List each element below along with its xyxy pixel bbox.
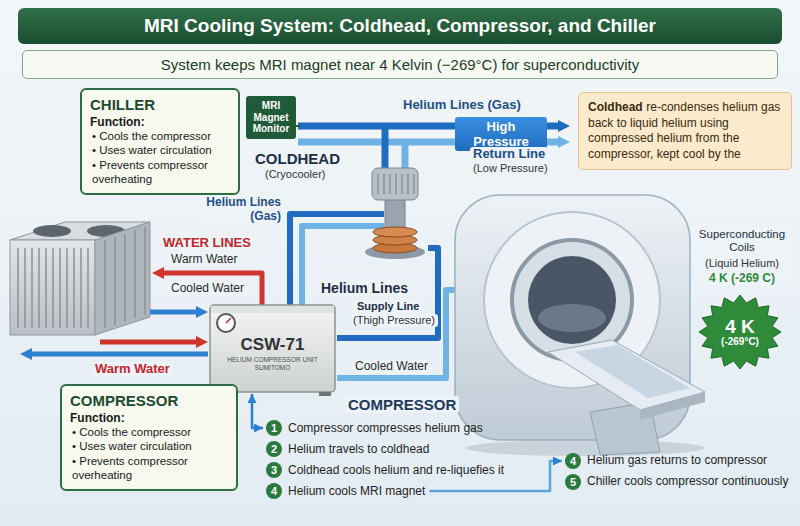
bullet-text: • Uses water circulation — [90, 143, 230, 157]
pipe-label: Helium Lines (Gas) — [200, 196, 284, 224]
chiller-side — [95, 222, 150, 335]
model-number: CSW-71 — [210, 335, 335, 355]
coldhead-fins — [378, 174, 414, 194]
bullet-text: • Prevents compressor overheating — [90, 158, 230, 187]
mri-scanner — [455, 195, 705, 456]
step-item: 3 Coldhead cools helium and re-liquefies … — [266, 462, 504, 478]
function-heading: Function: — [70, 411, 228, 425]
step-item: 4 Helium gas returns to compressor — [565, 453, 790, 469]
water-lines-label: WATER LINES — [160, 236, 254, 251]
monitor-text: MRI Magnet Monitor — [248, 100, 294, 135]
step-number: 4 — [266, 483, 282, 499]
step-text: Coldhead cools helium and re-liquefies i… — [288, 463, 504, 478]
table-cushion — [575, 345, 690, 398]
pressure-note: (Low Pressure) — [470, 162, 551, 175]
cooled-water-pipe — [32, 352, 208, 357]
gauge-needle — [226, 318, 231, 323]
step-text: Helium cools MRI magnet — [288, 484, 425, 499]
step-text: Chiller cools compressor continuously — [587, 474, 788, 489]
coldhead-neck — [385, 198, 405, 230]
compressor-unit-drawing — [210, 305, 335, 396]
pressure-gauge — [217, 314, 235, 332]
coldhead-drawing — [365, 168, 425, 259]
step-text: Helium gas returns to compressor — [587, 453, 767, 468]
chiller-fan — [33, 225, 71, 237]
coldhead-motor — [372, 168, 418, 200]
cooled-water-pipe — [150, 310, 196, 315]
part-label: COLDHEAD — [252, 150, 343, 167]
coldhead-note: Coldheadre-condenses helium gas back to … — [578, 92, 792, 170]
bullet-text: • Prevents compressor overheating — [70, 454, 228, 483]
chiller-grille — [105, 227, 145, 328]
chiller-info-box: CHILLERFunction:• Cools the compressor• … — [80, 88, 240, 195]
function-heading: Function: — [90, 115, 230, 129]
bullet-text: • Cools the compressor — [70, 425, 228, 439]
temperature-label: 4 K (-269 C) — [692, 272, 792, 286]
step-number: 2 — [266, 441, 282, 457]
compressor-top — [211, 306, 334, 313]
water-label: Warm Water — [92, 362, 173, 377]
pipe-label: Return Line — [470, 147, 548, 162]
step-item: 2 Helium travels to coldhead — [266, 441, 429, 457]
coil-note: (Liquid Helium) — [692, 257, 792, 270]
pipe-label: Supply Line — [354, 300, 422, 313]
part-subtitle: (Cryocooler) — [262, 168, 329, 181]
water-label: Warm Water — [168, 253, 240, 267]
connector-arrow — [252, 394, 263, 428]
pressure-note: (Thigh Pressure) — [350, 314, 438, 327]
monitor-box: MRI Magnet Monitor — [246, 96, 296, 139]
compressor-body — [210, 305, 335, 392]
starburst-fill — [699, 295, 781, 369]
coil-label: Superconducting Coils — [692, 228, 792, 254]
chiller-unit — [10, 222, 150, 335]
step-number: 5 — [565, 474, 581, 490]
step-number: 3 — [266, 462, 282, 478]
step-item: 5 Chiller cools compressor continuously — [565, 474, 790, 490]
part-label: COMPRESSOR — [345, 396, 459, 413]
cooled-water-pipe — [337, 290, 470, 378]
box-heading: CHILLER — [90, 96, 230, 113]
warm-water-pipe — [100, 340, 196, 345]
step-item: 4 Helium cools MRI magnet — [266, 483, 425, 499]
chiller-front — [10, 240, 95, 335]
title-banner: MRI Cooling System: Coldhead, Compressor… — [18, 8, 782, 44]
step-number: 4 — [565, 453, 581, 469]
subtitle-text: System keeps MRI magnet near 4 Kelvin (−… — [28, 56, 772, 73]
bullet-text: • Uses water circulation — [70, 439, 228, 453]
subtitle-band: System keeps MRI magnet near 4 Kelvin (−… — [22, 50, 778, 79]
monitor-link — [296, 125, 300, 127]
water-label: Cooled Water — [168, 282, 247, 296]
brand-text: SUMITOMO — [210, 364, 335, 371]
compressor-info-box: COMPRESSOR Function:• Cools the compresso… — [60, 384, 238, 491]
bullet-text: • Cools the compressor — [90, 129, 230, 143]
tag-text: High Pressure — [459, 119, 543, 149]
pipe-label: Helium Lines (Gas) — [400, 98, 524, 113]
note-lead: Coldhead — [588, 100, 643, 114]
step-number: 1 — [266, 420, 282, 436]
box-heading: COMPRESSOR — [70, 392, 228, 409]
step-item: 1 Compressor compresses helium gas — [266, 420, 483, 436]
bore — [528, 256, 616, 344]
temperature-starburst: 4 K(-269°C) — [698, 294, 782, 370]
temperature-value: 4 K — [725, 317, 755, 337]
step-text: Helium travels to coldhead — [288, 442, 429, 457]
helium-pipe — [382, 126, 389, 170]
unit-plate-text: HELIUM COMPRESSOR UNIT — [210, 356, 335, 363]
compressor-foot — [319, 392, 331, 396]
copper-coil — [373, 227, 417, 237]
water-label: Cooled Water — [352, 360, 431, 374]
pipe-label: Helium Lines — [318, 280, 411, 296]
temperature-celsius: (-269°C) — [721, 336, 759, 347]
pressure-tag: High Pressure — [455, 117, 547, 151]
warm-water-pipe — [164, 273, 262, 305]
compressor-unit: CSW-71HELIUM COMPRESSOR UNITSUMITOMO — [210, 305, 335, 392]
helium-pipe — [402, 142, 409, 170]
chiller-grille — [18, 248, 88, 328]
bore-light — [538, 304, 606, 332]
step-text: Compressor compresses helium gas — [288, 421, 483, 436]
